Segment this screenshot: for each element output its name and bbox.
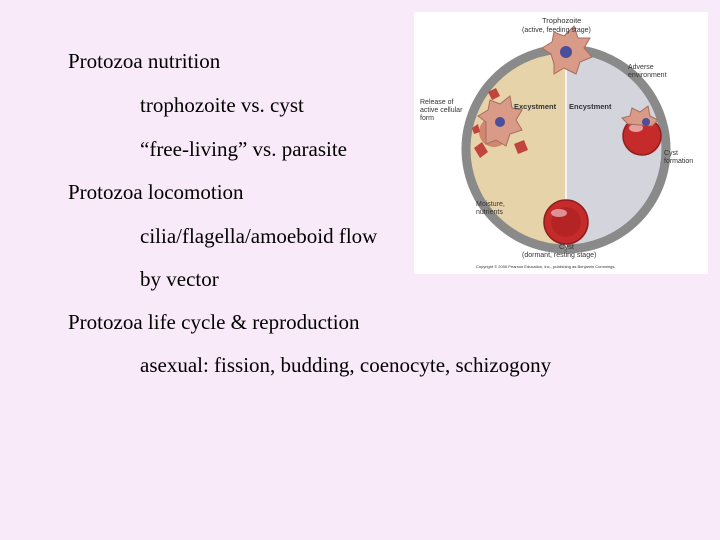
cyst-label: Cyst xyxy=(559,242,575,251)
encystment-label: Encystment xyxy=(569,102,612,111)
moisture-label-2: nutrients xyxy=(476,209,503,216)
cyst-sublabel: (dormant, resting stage) xyxy=(522,252,596,259)
heading-locomotion: Protozoa locomotion xyxy=(68,180,244,204)
cyst-cell-bottom xyxy=(543,199,589,245)
bullet-free-living-vs-parasite: “free-living” vs. parasite xyxy=(140,137,347,161)
release-label-1: Release of xyxy=(420,99,454,106)
bullet-cilia-flagella: cilia/flagella/amoeboid flow xyxy=(140,224,378,248)
life-cycle-diagram: Trophozoite (active, feeding stage) Adve… xyxy=(420,16,693,269)
copyright-notice: Copyright © 2006 Pearson Education, Inc.… xyxy=(476,264,615,269)
heading-nutrition: Protozoa nutrition xyxy=(68,49,221,73)
release-label-2: active cellular xyxy=(420,107,463,114)
bullet-trophozoite-vs-cyst: trophozoite vs. cyst xyxy=(140,93,304,117)
bullet-asexual-reproduction: asexual: fission, budding, coenocyte, sc… xyxy=(140,353,552,377)
release-label-3: form xyxy=(420,115,434,122)
trophozoite-cell-top xyxy=(541,25,593,75)
encystment-half xyxy=(566,49,666,249)
bullet-by-vector: by vector xyxy=(140,267,219,291)
moisture-label-1: Moisture, xyxy=(476,201,505,208)
adverse-environment-label-2: environment xyxy=(628,72,667,79)
trophozoite-label: Trophozoite xyxy=(542,16,581,25)
trophozoite-sublabel: (active, feeding stage) xyxy=(522,27,591,34)
adverse-environment-label-1: Adverse xyxy=(628,64,654,71)
heading-life-cycle: Protozoa life cycle & reproduction xyxy=(68,310,360,334)
trophozoite-cell-left xyxy=(472,88,528,158)
cyst-formation-label-2: formation xyxy=(664,158,693,165)
life-cycle-figure: Trophozoite (active, feeding stage) Adve… xyxy=(414,12,708,274)
cyst-forming-cell xyxy=(621,105,662,156)
cyst-formation-label-1: Cyst xyxy=(664,150,678,157)
excystment-label: Excystment xyxy=(514,102,557,111)
